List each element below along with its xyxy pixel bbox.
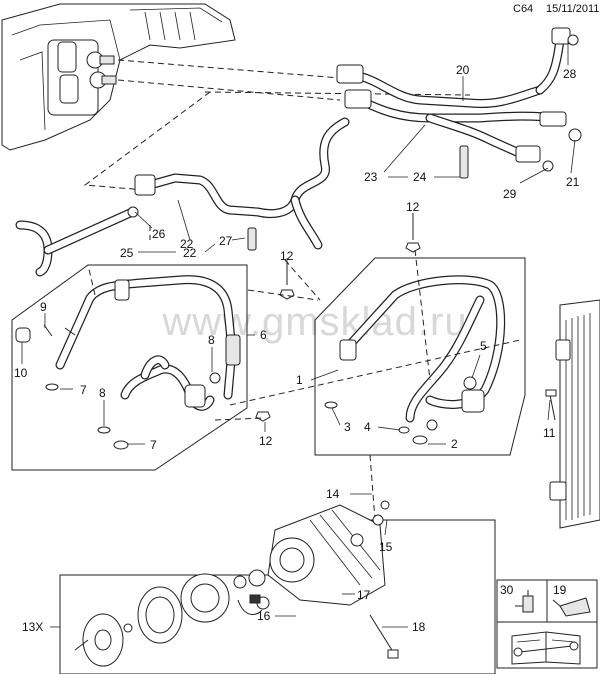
callout-26: 26 [152,227,166,241]
condenser [549,299,600,529]
callout-28: 28 [563,67,577,81]
callout-2: 2 [451,437,458,451]
callout-8-a: 8 [99,386,106,400]
detail-box-left [11,264,248,471]
leader-lines [21,40,576,628]
legend-box: 30 19 [496,579,598,669]
callout-22-b: 22 [183,246,197,260]
callout-27: 27 [219,234,233,248]
callout-25: 25 [120,246,134,260]
scraper-icon [552,597,591,617]
watermark: www.gmsklad.ru [162,300,468,344]
callout-16: 16 [257,609,271,623]
callout-20: 20 [456,63,470,77]
evaporator-pipes [336,27,582,172]
liquid-line [15,275,241,450]
fasteners [255,213,557,659]
callout-6: 6 [260,328,267,342]
callout-10: 10 [14,366,28,380]
callout-23: 23 [364,170,378,184]
callout-12-mid: 12 [280,249,294,263]
callout-9: 9 [40,300,47,314]
diagram-code: C64 [513,3,534,15]
callout-12-top: 12 [406,200,420,214]
callout-labels: 28 20 23 24 29 21 12 26 22 27 25 22 12 9… [14,63,580,634]
callout-14: 14 [326,487,340,501]
heater-hoses [134,117,469,251]
detail-box-right [314,257,526,456]
clutch-parts [74,569,270,667]
callout-7-a: 7 [80,383,87,397]
callout-7-b: 7 [150,438,157,452]
manual-book-icon [511,631,581,665]
callout-11: 11 [543,426,556,440]
valve-icon [515,590,534,613]
callout-21: 21 [566,175,580,189]
callout-17: 17 [357,588,371,602]
callout-5: 5 [480,339,487,353]
callout-22-a: 22 [180,237,194,251]
callout-8-b: 8 [208,333,215,347]
callout-12-low: 12 [259,434,273,448]
callout-4: 4 [364,420,371,434]
suction-line [324,275,506,445]
callout-3: 3 [344,420,351,434]
hvac-housing [1,3,236,151]
legend-label-30: 30 [500,583,514,597]
legend-label-19: 19 [553,583,567,597]
compressor [267,500,390,606]
callout-24: 24 [413,170,427,184]
callout-13x: 13X [22,620,43,634]
callout-18: 18 [412,620,426,634]
diagram-date: 15/11/2011 [546,3,600,15]
callout-29: 29 [503,187,517,201]
callout-15: 15 [379,540,393,554]
callout-1: 1 [296,373,303,387]
wrench-icon [513,641,579,657]
